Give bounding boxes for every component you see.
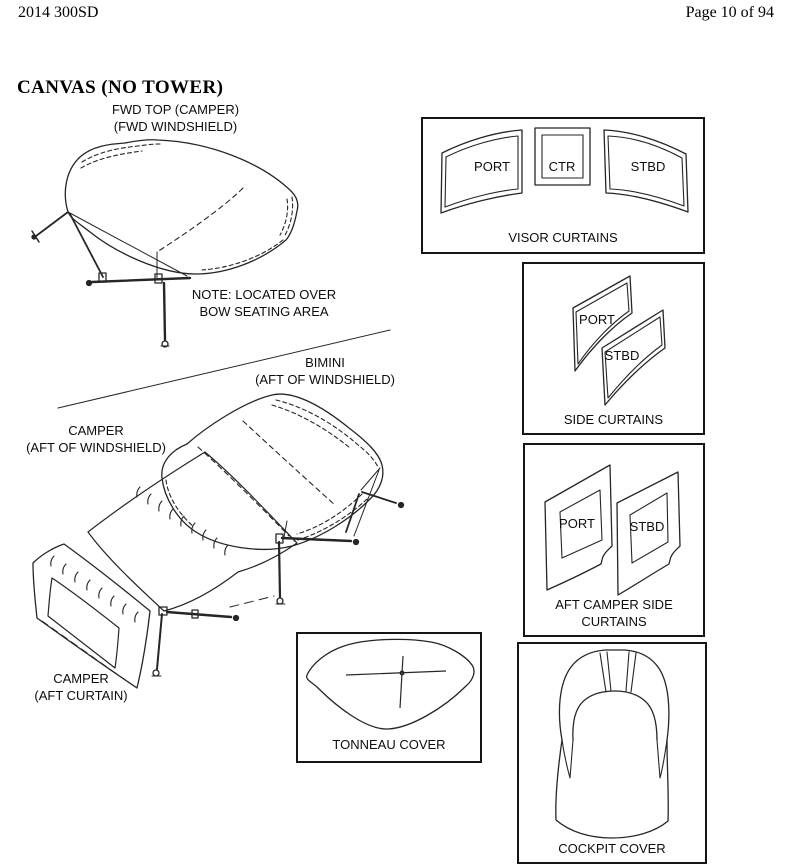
- visor-port-panel: [441, 130, 522, 213]
- fwd-top-canvas-outline: [65, 140, 297, 274]
- side-port-panel: [573, 276, 632, 371]
- fwd-top-camper-drawing: [20, 118, 382, 352]
- side-curtains-drawing: [524, 264, 703, 433]
- fwd-top-seam-dashes: [81, 144, 293, 270]
- bow-seating-note: NOTE: LOCATED OVER BOW SEATING AREA: [191, 287, 337, 319]
- header-model-text: 2014 300SD: [18, 4, 99, 21]
- aft-curtain-outline: [33, 544, 150, 688]
- cockpit-cover-drawing: [519, 644, 705, 862]
- aft-curtain-label: CAMPER (AFT CURTAIN): [34, 671, 128, 703]
- visor-ctr-label: CTR: [548, 159, 576, 174]
- visor-center-panel: [535, 128, 590, 185]
- camper-zipper-ticks: [137, 487, 228, 555]
- tonneau-cover-title: TONNEAU COVER: [332, 737, 446, 752]
- bimini-camper-drawing: [25, 326, 420, 790]
- windshield-divider-line: [58, 330, 390, 408]
- bimini-frame: [276, 468, 404, 604]
- camper-canvas-outline: [88, 452, 297, 611]
- side-stbd-panel: [602, 310, 665, 405]
- side-curtains-title: SIDE CURTAINS: [563, 412, 664, 427]
- bow-strap: [36, 212, 68, 236]
- aft-camper-stbd-panel: [617, 472, 680, 595]
- bimini-canvas-outline: [162, 394, 383, 549]
- visor-curtains-title: VISOR CURTAINS: [508, 230, 618, 245]
- cockpit-body-outline: [556, 740, 668, 838]
- visor-port-label: PORT: [474, 159, 510, 174]
- camper-label: CAMPER (AFT OF WINDSHIELD): [26, 423, 166, 455]
- cockpit-cover-title: COCKPIT COVER: [558, 841, 666, 856]
- visor-stbd-label: STBD: [630, 159, 666, 174]
- tonneau-cover-drawing: [298, 634, 480, 761]
- aft-curtain-window: [48, 578, 119, 668]
- visor-stbd-panel: [604, 130, 688, 212]
- section-title: CANVAS (NO TOWER): [17, 77, 224, 98]
- tonneau-cover-box: TONNEAU COVER: [296, 632, 482, 763]
- aft-camper-port-label: PORT: [559, 516, 595, 531]
- aft-curtain-zipper-ticks: [51, 556, 138, 622]
- camper-frame: [152, 607, 239, 676]
- aft-camper-stbd-label: STBD: [629, 519, 665, 534]
- side-port-label: PORT: [579, 312, 615, 327]
- cockpit-cover-box: COCKPIT COVER: [517, 642, 707, 864]
- cockpit-inner-arch: [573, 691, 657, 740]
- frame-pole: [164, 283, 165, 340]
- fwd-top-frame: [32, 212, 190, 347]
- side-stbd-label: STBD: [604, 348, 640, 363]
- cockpit-outer-arch: [559, 650, 668, 740]
- frame-crossbar: [92, 278, 190, 282]
- aft-camper-side-curtains-box: PORT STBD AFT CAMPER SIDE CURTAINS: [523, 443, 705, 637]
- fwd-top-label: FWD TOP (CAMPER) (FWD WINDSHIELD): [111, 102, 240, 134]
- side-curtains-box: PORT STBD SIDE CURTAINS: [522, 262, 705, 435]
- header-page-number: Page 10 of 94: [685, 4, 774, 21]
- tonneau-outline: [307, 639, 474, 729]
- visor-curtains-drawing: [423, 119, 703, 252]
- aft-camper-port-panel: [545, 465, 612, 590]
- aft-camper-side-drawing: [525, 445, 703, 635]
- bimini-label: BIMINI (AFT OF WINDSHIELD): [255, 355, 395, 387]
- aft-camper-side-title: AFT CAMPER SIDE CURTAINS: [555, 597, 673, 629]
- visor-curtains-box: PORT CTR STBD VISOR CURTAINS: [421, 117, 705, 254]
